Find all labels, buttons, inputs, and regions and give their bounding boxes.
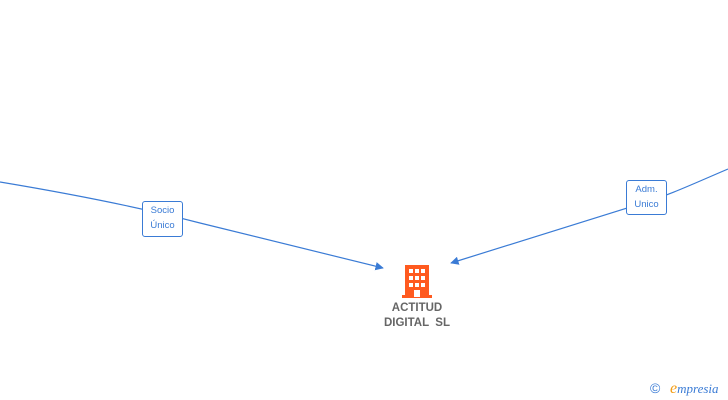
empresia-logo-text: mpresia [677, 381, 719, 396]
company-name-line: DIGITAL SL [383, 317, 451, 329]
edge-socio-unico[interactable] [0, 181, 384, 271]
edge-label-line: Socio [150, 205, 175, 216]
company-name[interactable]: ACTITUD DIGITAL SL [366, 301, 468, 331]
empresia-logo-initial: e [670, 380, 678, 397]
empresia-logo[interactable]: empresia [670, 381, 719, 397]
edge-label-adm-unico[interactable]: Adm. Unico [626, 180, 667, 215]
building-icon[interactable] [400, 262, 434, 298]
company-node[interactable]: ACTITUD DIGITAL SL [366, 262, 468, 331]
copyright-symbol: © [650, 380, 661, 396]
company-name-line: ACTITUD [391, 302, 443, 314]
edge-label-line: Único [150, 220, 175, 231]
edge-label-line: Unico [634, 199, 659, 210]
edge-adm-unico[interactable] [450, 168, 728, 265]
edge-label-line: Adm. [635, 184, 658, 195]
edge-label-socio-unico[interactable]: Socio Único [142, 201, 183, 237]
